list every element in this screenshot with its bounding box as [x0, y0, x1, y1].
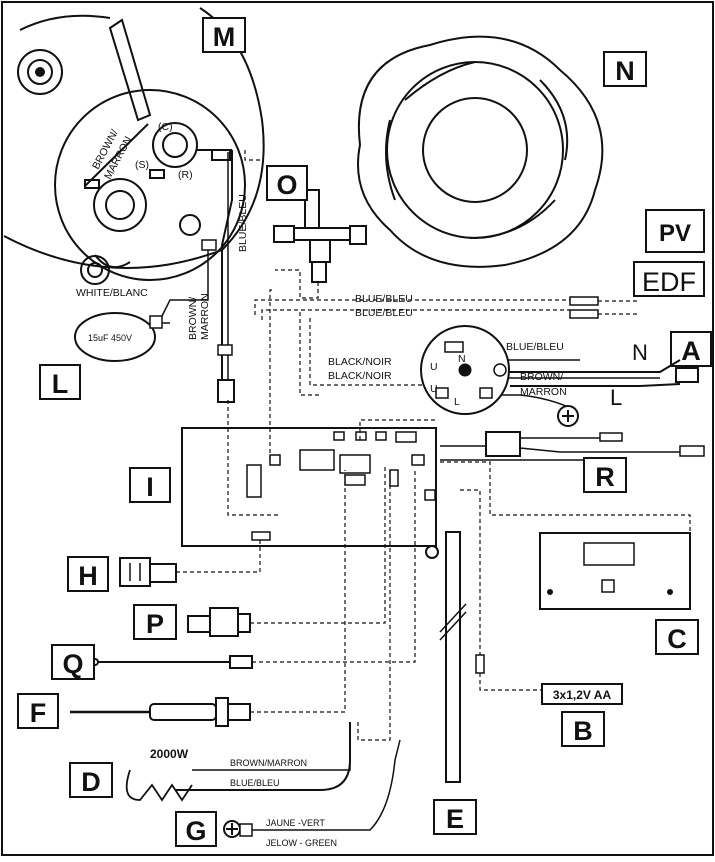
label-d: D [81, 767, 101, 797]
mains-l-label: L [610, 385, 622, 410]
label-c: C [667, 624, 687, 654]
label-pv: PV [659, 220, 691, 247]
label-f: F [30, 698, 47, 728]
label-box-q [51, 644, 95, 680]
label-box-h [67, 556, 109, 592]
label-n: N [615, 56, 635, 86]
control-board [181, 427, 439, 559]
label-l: L [52, 369, 69, 399]
label-box-m [202, 17, 246, 53]
heater-blue-label: BLUE/BLEU [230, 778, 280, 788]
label-box-b [561, 711, 605, 747]
motor-wiring [159, 150, 262, 403]
battery-spec: 3x1,2V AA [553, 688, 612, 702]
label-i: I [146, 472, 154, 502]
component-q [91, 470, 416, 669]
label-box-e [433, 799, 477, 835]
label-box-f [17, 693, 59, 729]
label-box-o [266, 165, 308, 201]
label-box-d [69, 762, 113, 798]
component-p [187, 465, 386, 637]
label-edf: EDF [642, 267, 696, 297]
terminal-r-label: (R) [178, 169, 193, 181]
motor-white-label: WHITE/BLANC [76, 287, 148, 299]
mains-blue-label-1: BLUE/BLEU [355, 293, 413, 305]
label-box-p [133, 604, 177, 640]
label-box-i [129, 467, 171, 503]
compressor-motor [3, 7, 265, 285]
battery [460, 489, 623, 705]
terminal-s-label: (S) [135, 159, 149, 171]
component-e [439, 531, 467, 783]
socket-u1-label: U [430, 361, 438, 373]
ground-jaune-vert: JAUNE -VERT [266, 818, 325, 828]
label-r: R [595, 462, 615, 492]
motor-brown2-label-2: MARRON [199, 293, 211, 340]
label-box-l [39, 364, 81, 400]
capacitor [74, 312, 170, 362]
component-h [119, 540, 261, 587]
label-box-pv [645, 209, 705, 253]
label-g: G [185, 816, 206, 846]
socket-l-label: L [454, 396, 460, 408]
terminal-c-label: (C) [158, 121, 173, 133]
label-box-g [175, 811, 217, 847]
mains-wiring [254, 296, 699, 427]
heater-power: 2000W [150, 747, 189, 761]
mains-blue-label-2: BLUE/BLEU [355, 307, 413, 319]
socket-u2-label: U [430, 383, 438, 395]
capacitor-rating: 15uF 450V [88, 333, 132, 343]
ground-connection [223, 739, 401, 838]
mains-black-label-1: BLACK/NOIR [328, 356, 392, 368]
mains-black-label-2: BLACK/NOIR [328, 370, 392, 382]
board-leads [227, 289, 435, 516]
temperature-sensors [440, 431, 705, 560]
label-e: E [446, 804, 464, 834]
fan [357, 35, 604, 268]
motor-brown2-label-1: BROWN/ [187, 297, 199, 340]
label-box-r [583, 457, 627, 493]
socket-n-label: N [458, 353, 466, 365]
control-panel-display [539, 532, 691, 610]
label-box-n [603, 51, 647, 87]
label-h: H [78, 561, 98, 591]
label-a: A [681, 336, 701, 366]
heater-brown-label: BROWN/MARRON [230, 758, 307, 768]
ground-yellow-green: JELOW - GREEN [266, 838, 337, 848]
label-o: O [276, 170, 297, 200]
label-p: P [146, 609, 164, 639]
label-box-c [655, 619, 699, 655]
mains-n-label: N [632, 340, 648, 365]
motor-blue-label: BLUE/BLEU [237, 194, 249, 252]
solenoid-valve [273, 189, 367, 299]
label-q: Q [62, 649, 83, 679]
mains-brown-label-1: BROWN/ [520, 371, 563, 383]
mains-brown-label-2: MARRON [520, 386, 567, 398]
label-b: B [573, 716, 593, 746]
mains-blue-label-3: BLUE/BLEU [506, 341, 564, 353]
heater-element [125, 470, 391, 802]
label-box-edf [633, 261, 705, 297]
label-m: M [213, 22, 236, 52]
component-f [70, 470, 346, 727]
